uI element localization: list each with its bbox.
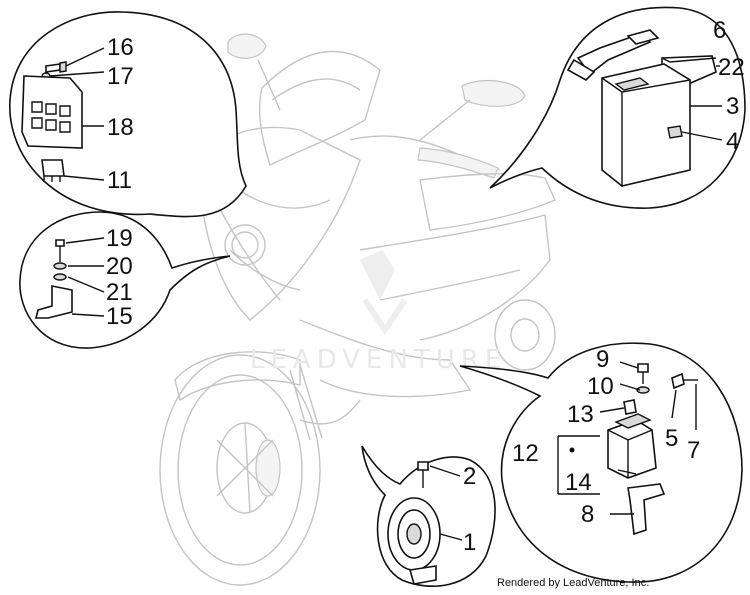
callout-7: 7 <box>687 437 700 464</box>
callout-5: 5 <box>665 425 678 452</box>
bubble-regulator <box>459 342 743 583</box>
callout-1: 1 <box>463 529 476 556</box>
callout-8: 8 <box>581 501 594 528</box>
callout-4: 4 <box>726 128 739 155</box>
callout-14: 14 <box>565 469 592 496</box>
callout-20: 20 <box>106 253 133 280</box>
callout-18: 18 <box>107 114 134 141</box>
bubble-fuse-box <box>9 11 247 218</box>
callout-13: 13 <box>567 401 594 428</box>
callout-3: 3 <box>726 93 739 120</box>
callout-10: 10 <box>587 373 614 400</box>
bubble-battery <box>489 6 746 209</box>
render-credit: Rendered by LeadVenture, Inc. <box>497 577 649 589</box>
callout-15: 15 <box>106 303 133 330</box>
callout-12: 12 <box>512 440 539 467</box>
callout-19: 19 <box>106 225 133 252</box>
callout-16: 16 <box>107 34 134 61</box>
callout-11: 11 <box>107 167 132 194</box>
callout-22: 22 <box>718 54 745 81</box>
callout-2: 2 <box>463 463 476 490</box>
callout-6: 6 <box>713 17 726 44</box>
bubble-horn <box>361 445 496 587</box>
bubble-bracket <box>19 211 231 349</box>
callout-17: 17 <box>107 63 134 90</box>
callout-9: 9 <box>596 346 609 373</box>
callout-21: 21 <box>106 279 133 306</box>
watermark-text: LEADVENTURE <box>250 345 507 375</box>
